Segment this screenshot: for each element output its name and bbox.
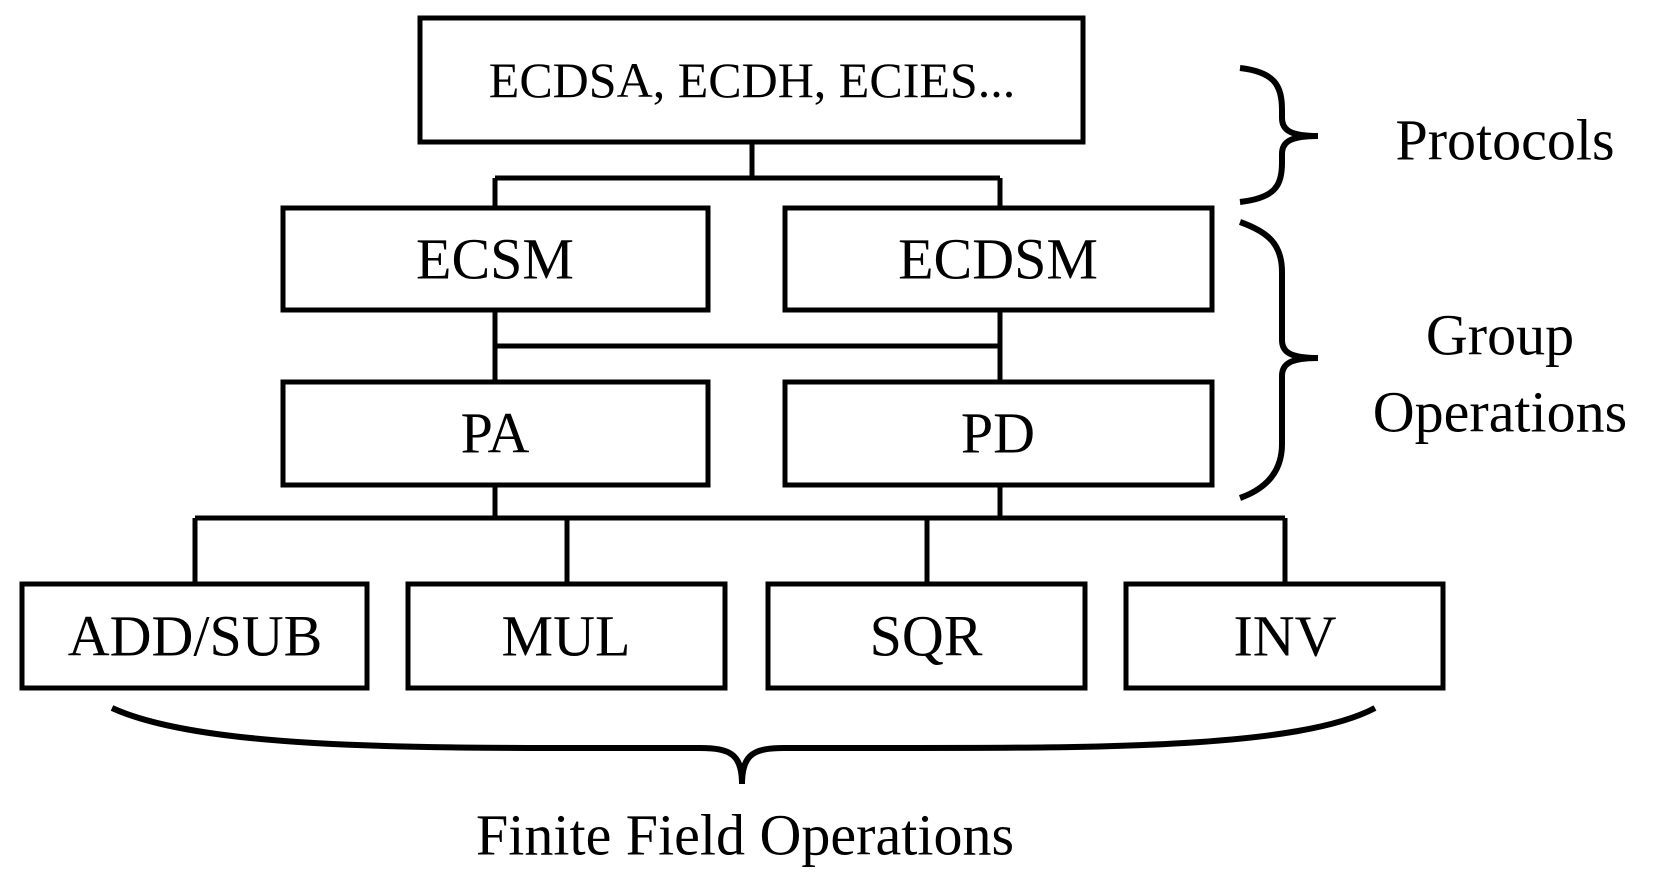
sqr-box-frame <box>765 581 1088 691</box>
connectors <box>192 143 1288 584</box>
protocols-box: ECDSA, ECDH, ECIES... <box>417 15 1086 145</box>
protocols-box-frame <box>417 15 1086 145</box>
finite-field-brace <box>110 705 1377 785</box>
pd-box-frame <box>782 379 1215 488</box>
ecsm-box: ECSM <box>280 205 711 313</box>
pd-box-label: PD <box>961 401 1035 466</box>
pd-box: PD <box>782 379 1215 488</box>
pa-box: PA <box>280 379 711 488</box>
inv-box: INV <box>1123 581 1446 691</box>
add-sub-box-label: ADD/SUB <box>68 604 323 669</box>
ecsm-box-frame <box>280 205 711 313</box>
mul-box: MUL <box>405 581 728 691</box>
add-sub-box: ADD/SUB <box>19 581 370 691</box>
add-sub-box-frame <box>19 581 370 691</box>
pa-box-label: PA <box>461 401 530 466</box>
protocols-brace <box>1239 65 1319 205</box>
sqr-box: SQR <box>765 581 1088 691</box>
inv-box-label: INV <box>1233 604 1336 669</box>
pa-box-frame <box>280 379 711 488</box>
ecdsm-box-label: ECDSM <box>898 227 1098 292</box>
ecdsm-box: ECDSM <box>782 205 1215 313</box>
ecsm-box-label: ECSM <box>416 227 574 292</box>
mul-box-frame <box>405 581 728 691</box>
group-operations-brace <box>1238 219 1319 501</box>
group-operations-label-line2: Operations <box>1373 380 1628 445</box>
protocols-box-label: ECDSA, ECDH, ECIES... <box>489 52 1015 108</box>
sqr-box-label: SQR <box>870 604 983 669</box>
group-operations-label-line1: Group <box>1426 303 1574 368</box>
ecdsm-box-frame <box>782 205 1215 313</box>
connector-protocols-to-group <box>492 143 1003 208</box>
protocols-label: Protocols <box>1395 108 1614 173</box>
finite-field-operations-label: Finite Field Operations <box>476 803 1014 868</box>
mul-box-label: MUL <box>502 604 631 669</box>
inv-box-frame <box>1123 581 1446 691</box>
connector-ecsm-ecdsm-to-pa-pd <box>492 310 1003 382</box>
connector-pa-pd-to-field-ops <box>192 485 1288 584</box>
